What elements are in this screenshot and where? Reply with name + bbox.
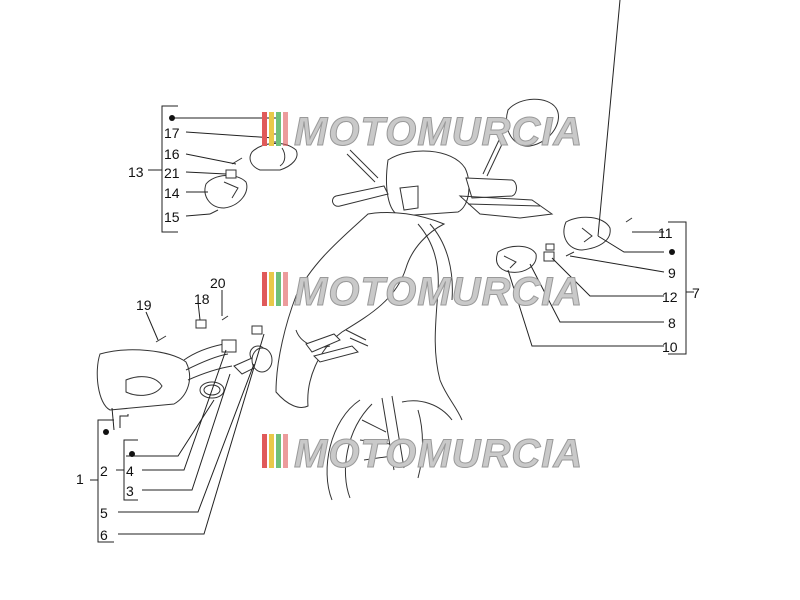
dot-marker (169, 115, 175, 121)
part-label-3: 3 (126, 483, 134, 499)
part-label-16: 16 (164, 146, 180, 162)
part-label-6: 6 (100, 527, 108, 543)
part-label-9: 9 (668, 265, 676, 281)
watermark-top: MOTOMURCIA (262, 110, 583, 155)
part-label-17: 17 (164, 125, 180, 141)
headlight-assembly (96, 315, 273, 411)
scooter-outline (275, 98, 559, 501)
part-label-12: 12 (662, 289, 678, 305)
dot-marker (129, 451, 135, 457)
dot-markers (103, 115, 675, 457)
part-label-19: 19 (136, 297, 152, 313)
part-label-4: 4 (126, 463, 134, 479)
part-label-15: 15 (164, 209, 180, 225)
part-label-8: 8 (668, 315, 676, 331)
part-label-10: 10 (662, 339, 678, 355)
part-label-21: 21 (164, 165, 180, 181)
watermark-text: MOTOMURCIA (294, 270, 583, 314)
watermark-text: MOTOMURCIA (294, 110, 583, 154)
watermark-middle: MOTOMURCIA (262, 270, 583, 315)
part-label-14: 14 (164, 185, 180, 201)
part-label-18: 18 (194, 291, 210, 307)
part-label-13: 13 (128, 164, 144, 180)
part-label-20: 20 (210, 275, 226, 291)
part-label-1: 1 (76, 471, 84, 487)
watermark-text: MOTOMURCIA (294, 432, 583, 476)
dot-marker (669, 249, 675, 255)
part-label-5: 5 (100, 505, 108, 521)
part-label-11: 11 (658, 225, 673, 241)
watermark-bottom: MOTOMURCIA (262, 432, 583, 477)
dot-marker (103, 429, 109, 435)
part-label-7: 7 (692, 285, 700, 301)
part-label-2: 2 (100, 463, 108, 479)
leader-lines (90, 0, 694, 543)
part-labels: 17 16 21 13 14 15 11 9 12 7 8 10 20 18 1… (76, 125, 700, 543)
